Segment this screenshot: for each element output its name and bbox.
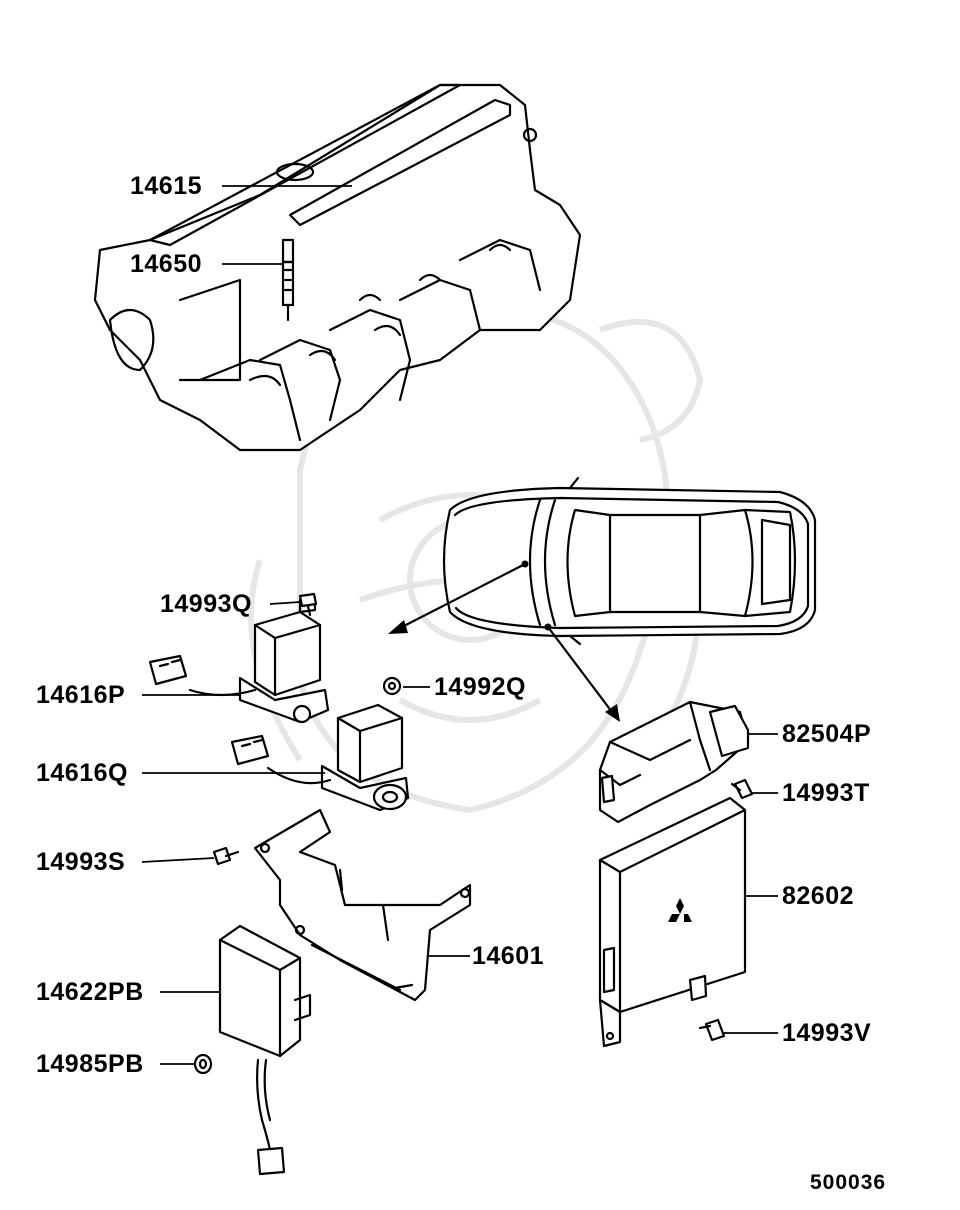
callout-14993s: 14993S bbox=[36, 848, 126, 876]
callout-14615: 14615 bbox=[130, 172, 203, 200]
engine-illustration bbox=[93, 83, 582, 452]
callout-14616q: 14616Q bbox=[36, 759, 128, 787]
callout-82602: 82602 bbox=[782, 882, 855, 910]
nut-14992q bbox=[382, 676, 402, 696]
bracket-14601 bbox=[253, 808, 472, 1002]
washer-14985pb bbox=[193, 1053, 213, 1075]
callout-14993q: 14993Q bbox=[160, 590, 252, 618]
callout-14993t: 14993T bbox=[782, 779, 870, 807]
location-arrows bbox=[388, 560, 620, 722]
callout-14992q: 14992Q bbox=[434, 673, 526, 701]
callout-14601: 14601 bbox=[472, 942, 545, 970]
bolt-14993q bbox=[298, 592, 318, 617]
mitsubishi-logo-icon bbox=[668, 898, 692, 922]
relay-14616p bbox=[148, 596, 330, 724]
bolt-14993t bbox=[730, 778, 754, 800]
leader-lines bbox=[141, 185, 778, 1065]
callout-14616p: 14616P bbox=[36, 681, 126, 709]
car-illustration bbox=[442, 476, 817, 646]
bolt-14993v bbox=[698, 1018, 726, 1042]
relay-14616q bbox=[230, 703, 410, 812]
bolt-14993s bbox=[212, 846, 240, 866]
callout-14985pb: 14985PB bbox=[36, 1050, 144, 1078]
module-14622pb bbox=[218, 924, 312, 1176]
bracket-82504p bbox=[598, 700, 750, 824]
ecu-82602 bbox=[598, 796, 747, 1048]
callout-14993v: 14993V bbox=[782, 1019, 872, 1047]
callout-14650: 14650 bbox=[130, 250, 203, 278]
callout-14622pb: 14622PB bbox=[36, 978, 144, 1006]
diagram-code: 500036 bbox=[810, 1171, 887, 1194]
callout-82504p: 82504P bbox=[782, 720, 872, 748]
